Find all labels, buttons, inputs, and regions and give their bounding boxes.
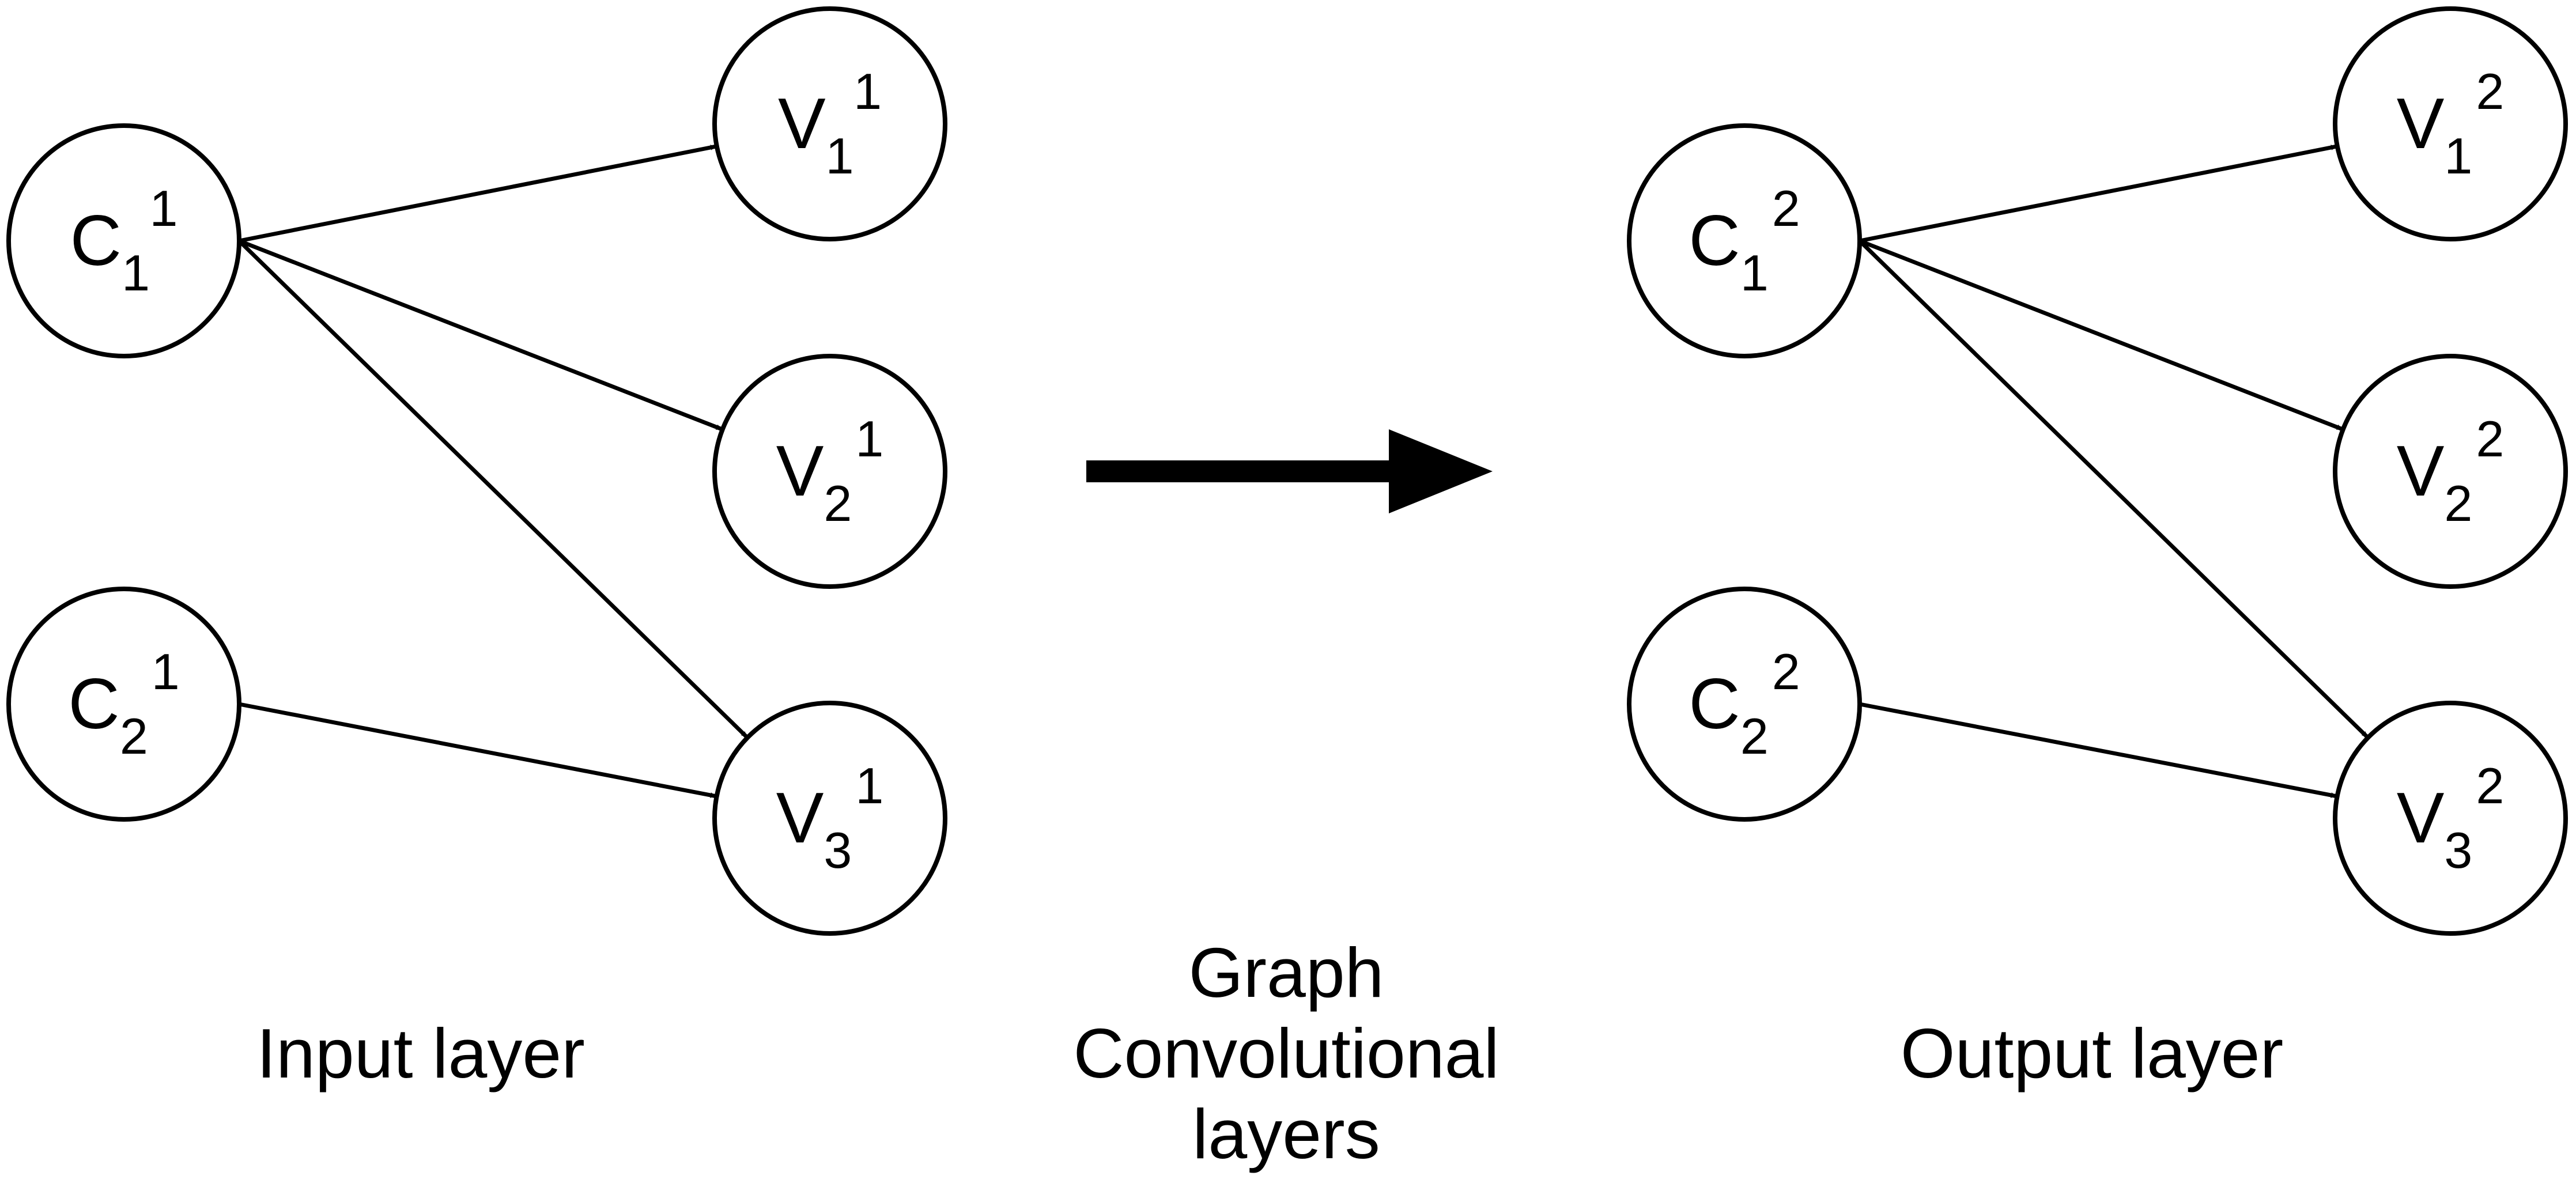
node-label-subscript: 3 (824, 822, 852, 879)
input-layer-edges (237, 144, 748, 799)
input-node-v3: V31 (712, 701, 947, 936)
input-edge-c1-v3 (237, 239, 748, 739)
node-label-superscript: 1 (152, 643, 180, 700)
input-node-v2: V21 (712, 354, 947, 589)
node-label-subscript: 2 (1740, 708, 1769, 765)
output-node-v2-circle (2333, 354, 2568, 589)
output-node-c1: C12 (1627, 123, 1862, 358)
node-label-base: V (2397, 432, 2445, 511)
input-node-v1-label: V11 (778, 63, 882, 184)
transition-label-line-3: layers (1192, 1095, 1380, 1173)
input-node-v2-circle (712, 354, 947, 589)
node-label-superscript: 2 (2476, 63, 2504, 120)
output-node-v3: V32 (2333, 701, 2568, 936)
node-label-subscript: 3 (2444, 822, 2472, 879)
node-label-superscript: 2 (2476, 757, 2504, 814)
node-label-base: C (68, 664, 120, 744)
output-edge-c1-v2 (1859, 239, 2343, 431)
input-node-v3-label: V31 (776, 757, 884, 879)
node-label-subscript: 2 (2444, 475, 2472, 532)
node-label-base: C (70, 201, 122, 281)
node-label-base: V (776, 778, 824, 858)
output-node-v3-label: V32 (2397, 757, 2505, 879)
input-node-v1-circle (712, 6, 947, 241)
input-edge-c1-v2 (238, 239, 723, 431)
output-layer-caption: Output layer (1901, 1014, 2284, 1093)
node-label-base: V (2397, 84, 2445, 164)
output-node-c1-circle (1627, 123, 1862, 358)
output-node-v1-circle (2333, 6, 2568, 241)
transition-arrowhead (1389, 429, 1493, 513)
node-label-superscript: 2 (1772, 180, 1800, 237)
node-label-subscript: 1 (2444, 127, 2472, 184)
output-node-v2-label: V22 (2397, 410, 2505, 532)
node-label-subscript: 1 (1740, 244, 1769, 301)
input-edge-c2-v3 (239, 702, 716, 799)
node-label-superscript: 1 (853, 63, 882, 120)
output-node-c2: C22 (1627, 587, 1862, 822)
input-node-v2-label: V21 (776, 410, 884, 532)
node-label-superscript: 2 (2476, 410, 2504, 467)
transition-label-line-1: Graph (1188, 933, 1384, 1012)
output-edge-c1-v1 (1859, 144, 2337, 243)
node-label-base: V (776, 432, 824, 511)
node-label-base: C (1689, 664, 1740, 744)
output-edge-c2-v3 (1859, 702, 2337, 799)
node-label-subscript: 2 (120, 708, 148, 765)
node-label-superscript: 1 (150, 180, 178, 237)
node-label-base: C (1689, 201, 1740, 281)
input-node-v1: V11 (712, 6, 947, 241)
input-edge-c1-v1 (239, 144, 716, 243)
input-node-v3-circle (712, 701, 947, 936)
output-node-v3-circle (2333, 701, 2568, 936)
output-node-v1: V12 (2333, 6, 2568, 241)
node-label-subscript: 2 (824, 475, 852, 532)
output-edge-c1-v3 (1858, 239, 2369, 739)
output-node-v1-label: V12 (2397, 63, 2505, 184)
input-node-c1-label: C11 (70, 180, 178, 301)
node-label-subscript: 1 (826, 127, 852, 184)
output-layer-edges (1858, 144, 2369, 799)
input-node-c1: C11 (6, 123, 241, 358)
node-label-superscript: 2 (1772, 643, 1800, 700)
transition: Graph Convolutional layers (1073, 429, 1499, 1173)
node-label-subscript: 1 (122, 244, 148, 301)
output-node-c2-label: C22 (1689, 643, 1800, 765)
output-node-c1-label: C12 (1689, 180, 1800, 301)
output-node-c2-circle (1627, 587, 1862, 822)
input-node-c2-label: C21 (68, 643, 179, 765)
node-label-superscript: 1 (855, 757, 883, 814)
node-label-base: V (2397, 778, 2445, 858)
transition-label-line-2: Convolutional (1073, 1014, 1499, 1093)
input-layer-caption: Input layer (256, 1014, 585, 1093)
input-node-c2-circle (6, 587, 241, 822)
node-label-base: V (778, 84, 826, 164)
input-node-c1-circle (6, 123, 241, 358)
node-label-superscript: 1 (855, 410, 883, 467)
input-node-c2: C21 (6, 587, 241, 822)
output-node-v2: V22 (2333, 354, 2568, 589)
